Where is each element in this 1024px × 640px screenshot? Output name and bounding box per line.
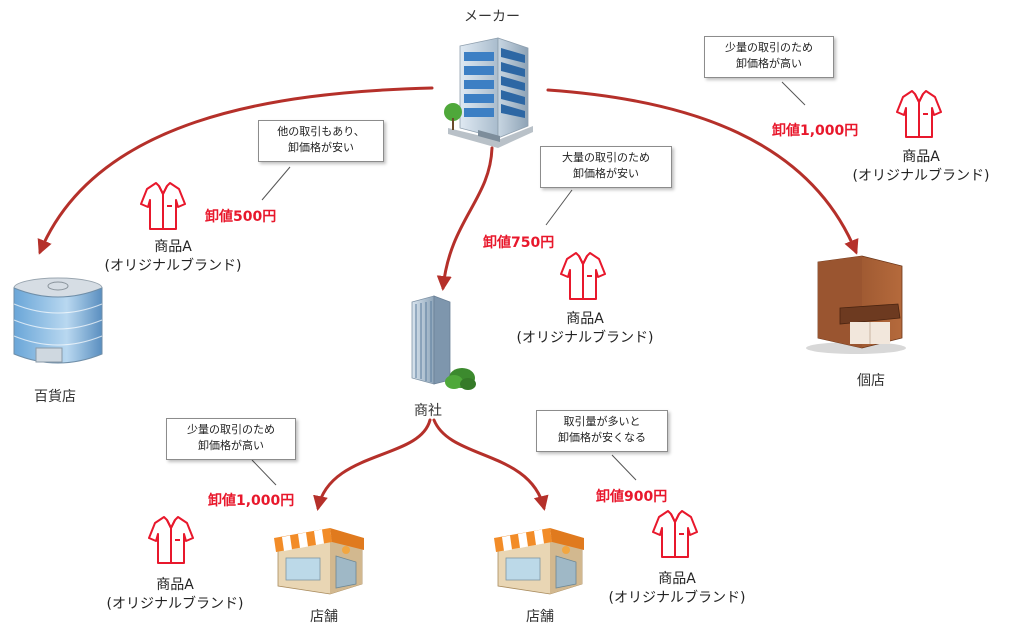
product-label-store-right: 商品A(オリジナルブランド) xyxy=(608,571,746,606)
arrow-maker-to-trading-company xyxy=(436,146,494,291)
shop-icon xyxy=(806,255,906,354)
note-department-store: 他の取引もあり、卸価格が安い xyxy=(258,120,384,162)
store-right-label: 店舗 xyxy=(526,609,554,625)
shirt-icon xyxy=(560,252,606,300)
note-store-left: 少量の取引のため卸価格が高い xyxy=(166,418,296,460)
note-trading-company: 大量の取引のため卸価格が安い xyxy=(540,146,672,188)
shirt-icon xyxy=(148,516,194,564)
arrow-maker-to-individual-store xyxy=(546,88,859,255)
price-individual-store: 卸値1,000円 xyxy=(772,123,859,139)
product-label-individual-store: 商品A(オリジナルブランド) xyxy=(852,149,990,184)
arrow-trading-to-store-left xyxy=(313,418,432,511)
skyscraper-icon xyxy=(411,295,476,390)
department-store-icon xyxy=(13,277,103,364)
arrow-maker-to-department-store xyxy=(37,86,434,255)
shirt-icon xyxy=(896,90,942,138)
price-department-store: 卸値500円 xyxy=(205,209,277,225)
price-store-right: 卸値900円 xyxy=(596,489,668,505)
price-trading-company: 卸値750円 xyxy=(483,235,555,251)
callout-line-store-right xyxy=(611,454,637,481)
callout-line-store-left xyxy=(251,459,277,486)
product-label-store-left: 商品A(オリジナルブランド) xyxy=(106,577,244,612)
shirt-icon xyxy=(140,182,186,230)
note-store-right: 取引量が多いと卸価格が安くなる xyxy=(536,410,668,452)
note-individual-store: 少量の取引のため卸価格が高い xyxy=(704,36,834,78)
office-building-icon xyxy=(444,37,533,148)
price-store-left: 卸値1,000円 xyxy=(208,493,295,509)
arrow-trading-to-store-right xyxy=(432,418,549,511)
store-left-label: 店舗 xyxy=(310,609,338,625)
storefront-icon xyxy=(274,528,364,595)
product-label-department-store: 商品A(オリジナルブランド) xyxy=(104,239,242,274)
trading-company-label: 商社 xyxy=(414,403,442,419)
product-label-trading-company: 商品A(オリジナルブランド) xyxy=(516,311,654,346)
individual-store-label: 個店 xyxy=(857,373,885,389)
callout-line-individual-store xyxy=(781,81,806,106)
storefront-icon xyxy=(494,528,584,595)
department-store-label: 百貨店 xyxy=(34,389,76,405)
maker-label: メーカー xyxy=(464,9,520,25)
callout-line-trading-company xyxy=(545,189,573,226)
shirt-icon xyxy=(652,510,698,558)
callout-line-department-store xyxy=(261,166,291,201)
